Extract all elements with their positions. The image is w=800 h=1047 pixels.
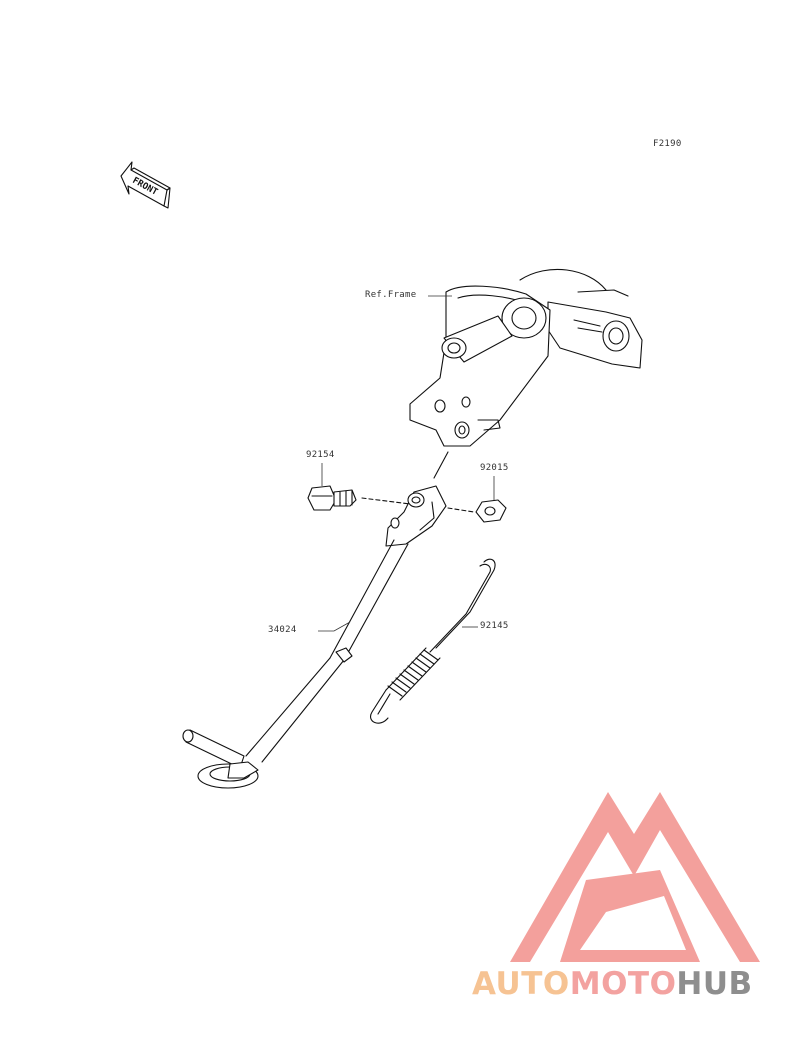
watermark-text-moto: MOTO <box>569 966 677 1002</box>
side-stand-part <box>182 451 449 789</box>
diagram-code: F2190 <box>653 139 682 149</box>
part-number-34024: 34024 <box>268 625 297 635</box>
watermark-text-hub: HUB <box>676 966 753 1002</box>
part-number-92154: 92154 <box>306 450 335 460</box>
spring-part <box>370 558 496 724</box>
nut-part <box>447 499 507 523</box>
front-arrow-icon: FRONT <box>120 161 171 209</box>
part-number-92145: 92145 <box>480 621 509 631</box>
leader-lines <box>318 295 495 632</box>
part-number-92015: 92015 <box>480 463 509 473</box>
watermark-text: AUTOMOTOHUB <box>472 966 753 1002</box>
frame-bracket <box>409 268 643 447</box>
watermark-text-auto: AUTO <box>472 966 570 1002</box>
watermark-logo-icon <box>510 792 760 962</box>
ref-frame-label: Ref.Frame <box>365 290 417 300</box>
spring-coils <box>385 647 441 701</box>
bolt-part <box>307 485 411 511</box>
